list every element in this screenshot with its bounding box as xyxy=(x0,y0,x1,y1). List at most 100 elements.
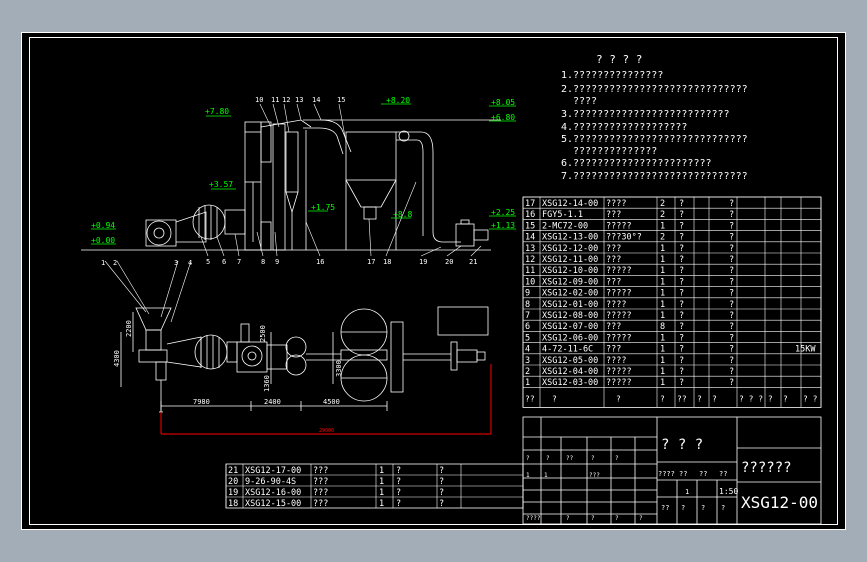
part-7-qty: 1 xyxy=(660,311,665,321)
elev-8-05: +8.05 xyxy=(491,98,515,107)
part-6-qty: 8 xyxy=(660,322,665,332)
part-8-qty: 1 xyxy=(660,300,665,310)
part-1-code: XSG12-03-00 xyxy=(542,378,598,388)
part-19-no: 19 xyxy=(228,488,238,498)
part-19-c1: ? xyxy=(396,488,401,498)
control-cabinet xyxy=(437,306,489,336)
part-16-name: ??? xyxy=(606,210,621,220)
tb-sign-2: ? xyxy=(681,504,685,512)
part-19-c2: ? xyxy=(439,488,444,498)
note-6: 6.??????????????????????? xyxy=(561,158,712,169)
part-19-name: ??? xyxy=(313,488,328,498)
part-18-c1: ? xyxy=(396,499,401,509)
org-name: ? ? ? xyxy=(661,437,703,453)
elev-0-00: +0.00 xyxy=(91,236,115,245)
outer-frame xyxy=(21,32,846,530)
part-12-qty: 1 xyxy=(660,255,665,265)
callout-20: 20 xyxy=(445,258,453,266)
part-20-code: 9-26-90-4S xyxy=(245,477,296,487)
notes-heading: ? ? ? ? xyxy=(596,53,642,66)
part-11-qty: 1 xyxy=(660,266,665,276)
callout-8: 8 xyxy=(261,258,265,266)
part-21-code: XSG12-17-00 xyxy=(245,466,301,476)
parts-header-qty: ? xyxy=(660,394,665,403)
part-8-code: XSG12-01-00 xyxy=(542,300,598,310)
scale: 1:50 xyxy=(719,487,738,496)
parts-header-w3: ? ? xyxy=(803,394,818,403)
tb-sign-4: ? xyxy=(721,504,725,512)
dim-3300: 3300 xyxy=(335,360,343,377)
part-12-c2: ? xyxy=(729,255,734,265)
part-13-c2: ? xyxy=(729,244,734,254)
part-15-name: ????? xyxy=(606,221,632,231)
callout-1: 1 xyxy=(101,259,105,267)
part-6-c1: ? xyxy=(679,322,684,332)
tb-label-1: ???? xyxy=(658,470,675,478)
tb-mid-8: ? xyxy=(591,515,595,522)
callout-4: 4 xyxy=(188,259,192,267)
tb-label-4: ?? xyxy=(719,470,727,478)
part-20-c2: ? xyxy=(439,477,444,487)
note-1: 1.??????????????? xyxy=(561,70,663,81)
part-3-c1: ? xyxy=(679,356,684,366)
part-4-qty: 1 xyxy=(660,345,665,355)
tb-mid-7: ? xyxy=(566,515,570,522)
callout-19: 19 xyxy=(419,258,427,266)
part-17-no: 17 xyxy=(525,199,535,209)
note-7: 7.????????????????????????????? xyxy=(561,171,748,182)
part-21-qty: 1 xyxy=(379,466,384,476)
part-4-note: 15KW xyxy=(795,345,816,355)
part-19-qty: 1 xyxy=(379,488,384,498)
callout-6: 6 xyxy=(222,258,226,266)
part-21-name: ??? xyxy=(313,466,328,476)
part-3-no: 3 xyxy=(525,356,530,366)
part-6-no: 6 xyxy=(525,322,530,332)
part-10-c1: ? xyxy=(679,277,684,287)
inner-frame xyxy=(29,37,838,525)
callout-10: 10 xyxy=(255,96,263,104)
part-14-name: ???30°? xyxy=(606,233,642,243)
part-8-c1: ? xyxy=(679,300,684,310)
note-2: 2.????????????????????????????? xyxy=(561,84,748,95)
part-10-c2: ? xyxy=(729,277,734,287)
parts-header-mat: ?? xyxy=(677,394,687,403)
part-7-c2: ? xyxy=(729,311,734,321)
part-14-no: 14 xyxy=(525,233,535,243)
callout-3: 3 xyxy=(174,259,178,267)
callout-5: 5 xyxy=(206,258,210,266)
part-10-no: 10 xyxy=(525,277,535,287)
part-1-no: 1 xyxy=(525,378,530,388)
technical-notes: ? ? ? ? 1.??????????????? 2.????????????… xyxy=(561,53,748,182)
part-15-c2: ? xyxy=(729,221,734,231)
part-18-code: XSG12-15-00 xyxy=(245,499,301,509)
dim-2500: 2500 xyxy=(259,325,267,342)
part-8-name: ???? xyxy=(606,300,626,310)
elev-8-20: +8.20 xyxy=(386,96,410,105)
note-5-cont: ?????????????? xyxy=(573,146,657,157)
part-18-name: ??? xyxy=(313,499,328,509)
part-4-c2: ? xyxy=(729,345,734,355)
dim-1360: 1360 xyxy=(263,375,271,392)
heater-unit xyxy=(192,204,226,240)
callout-18: 18 xyxy=(383,258,391,266)
fan-housing xyxy=(146,220,172,246)
part-10-qty: 1 xyxy=(660,277,665,287)
bag-filter xyxy=(345,131,397,181)
part-3-code: XSG12-05-00 xyxy=(542,356,598,366)
drawing-canvas: ? ? ? ? 1.??????????????? 2.????????????… xyxy=(21,32,846,530)
parts-header-c2: ? xyxy=(712,394,717,403)
part-21-c1: ? xyxy=(396,466,401,476)
drawing-title: ?????? xyxy=(741,460,792,476)
dim-4500: 4500 xyxy=(323,398,340,406)
part-16-c2: ? xyxy=(729,210,734,220)
part-2-c2: ? xyxy=(729,367,734,377)
part-15-qty: 1 xyxy=(660,221,665,231)
callout-15: 15 xyxy=(337,96,345,104)
elev-6-80: +6.80 xyxy=(491,113,515,122)
part-20-c1: ? xyxy=(396,477,401,487)
part-9-c1: ? xyxy=(679,289,684,299)
feed-hopper xyxy=(135,307,172,331)
part-1-qty: 1 xyxy=(660,378,665,388)
part-13-c1: ? xyxy=(679,244,684,254)
part-2-code: XSG12-04-00 xyxy=(542,367,598,377)
